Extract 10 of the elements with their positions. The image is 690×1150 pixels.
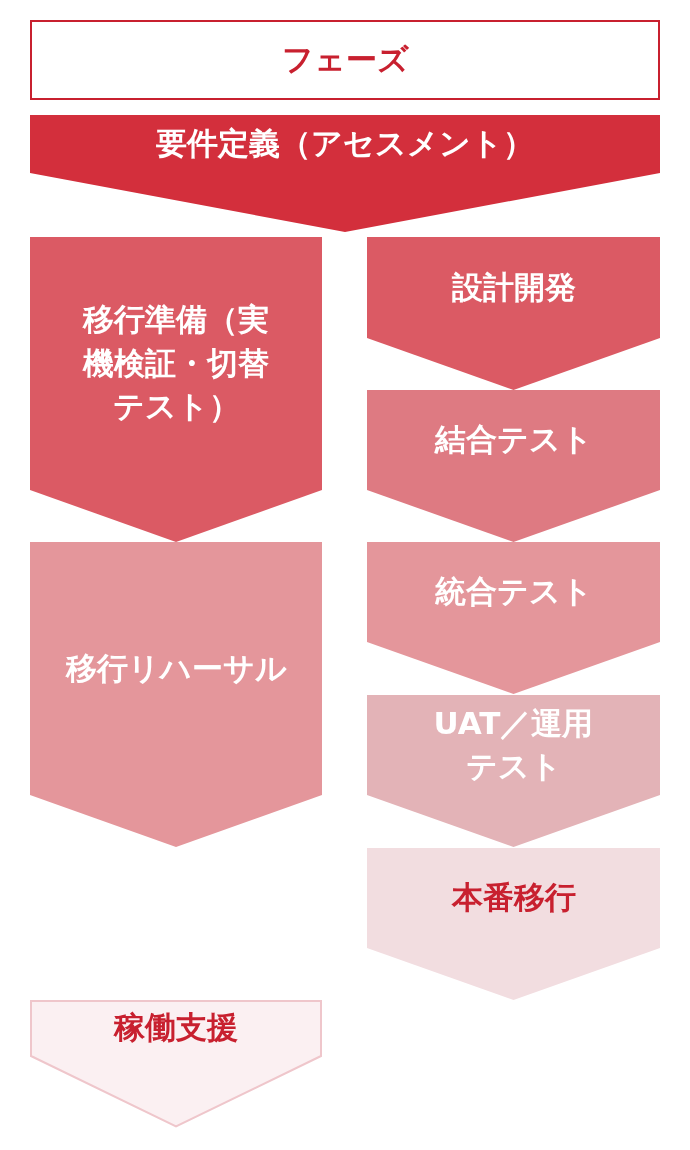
chevron-box: 移行準備（実機検証・切替テスト） bbox=[30, 237, 322, 542]
chevron-box: 要件定義（アセスメント） bbox=[30, 115, 660, 232]
chevron-box: 結合テスト bbox=[367, 390, 660, 542]
chevron-box: UAT／運用テスト bbox=[367, 695, 660, 847]
chevron-box: 統合テスト bbox=[367, 542, 660, 694]
header-box: フェーズ bbox=[30, 20, 660, 100]
chevron-box: 移行リハーサル bbox=[30, 542, 322, 847]
chevron-box: 稼働支援 bbox=[30, 1000, 322, 1128]
chevron-box: 設計開発 bbox=[367, 237, 660, 390]
chevron-box: 本番移行 bbox=[367, 848, 660, 1000]
